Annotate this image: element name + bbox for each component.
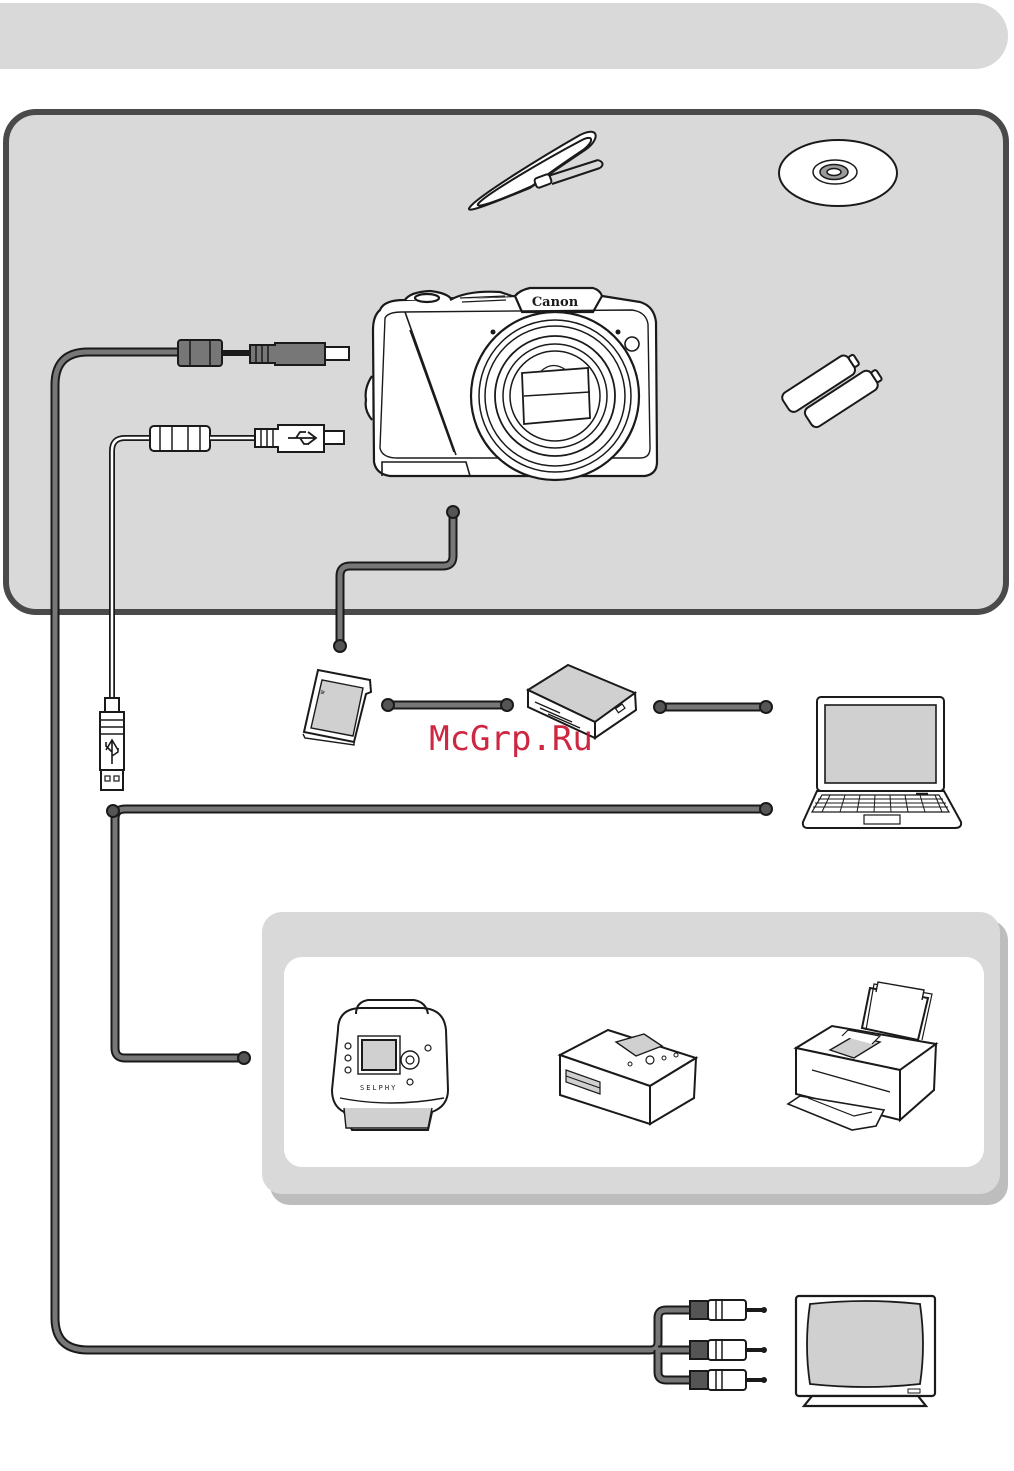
header-bar [0, 3, 1008, 69]
printer-brand-label: SELPHY [360, 1084, 397, 1092]
memory-card-icon: ≡ [303, 670, 371, 745]
camera-brand-label: Canon [532, 295, 579, 310]
compact-photo-printer-icon: SELPHY [332, 1000, 448, 1130]
laptop-computer-icon [803, 697, 961, 828]
cd-rom-icon [779, 140, 897, 206]
watermark-text: McGrp.Ru [429, 719, 593, 759]
camera-icon: Canon [366, 288, 657, 480]
television-icon [796, 1296, 935, 1406]
